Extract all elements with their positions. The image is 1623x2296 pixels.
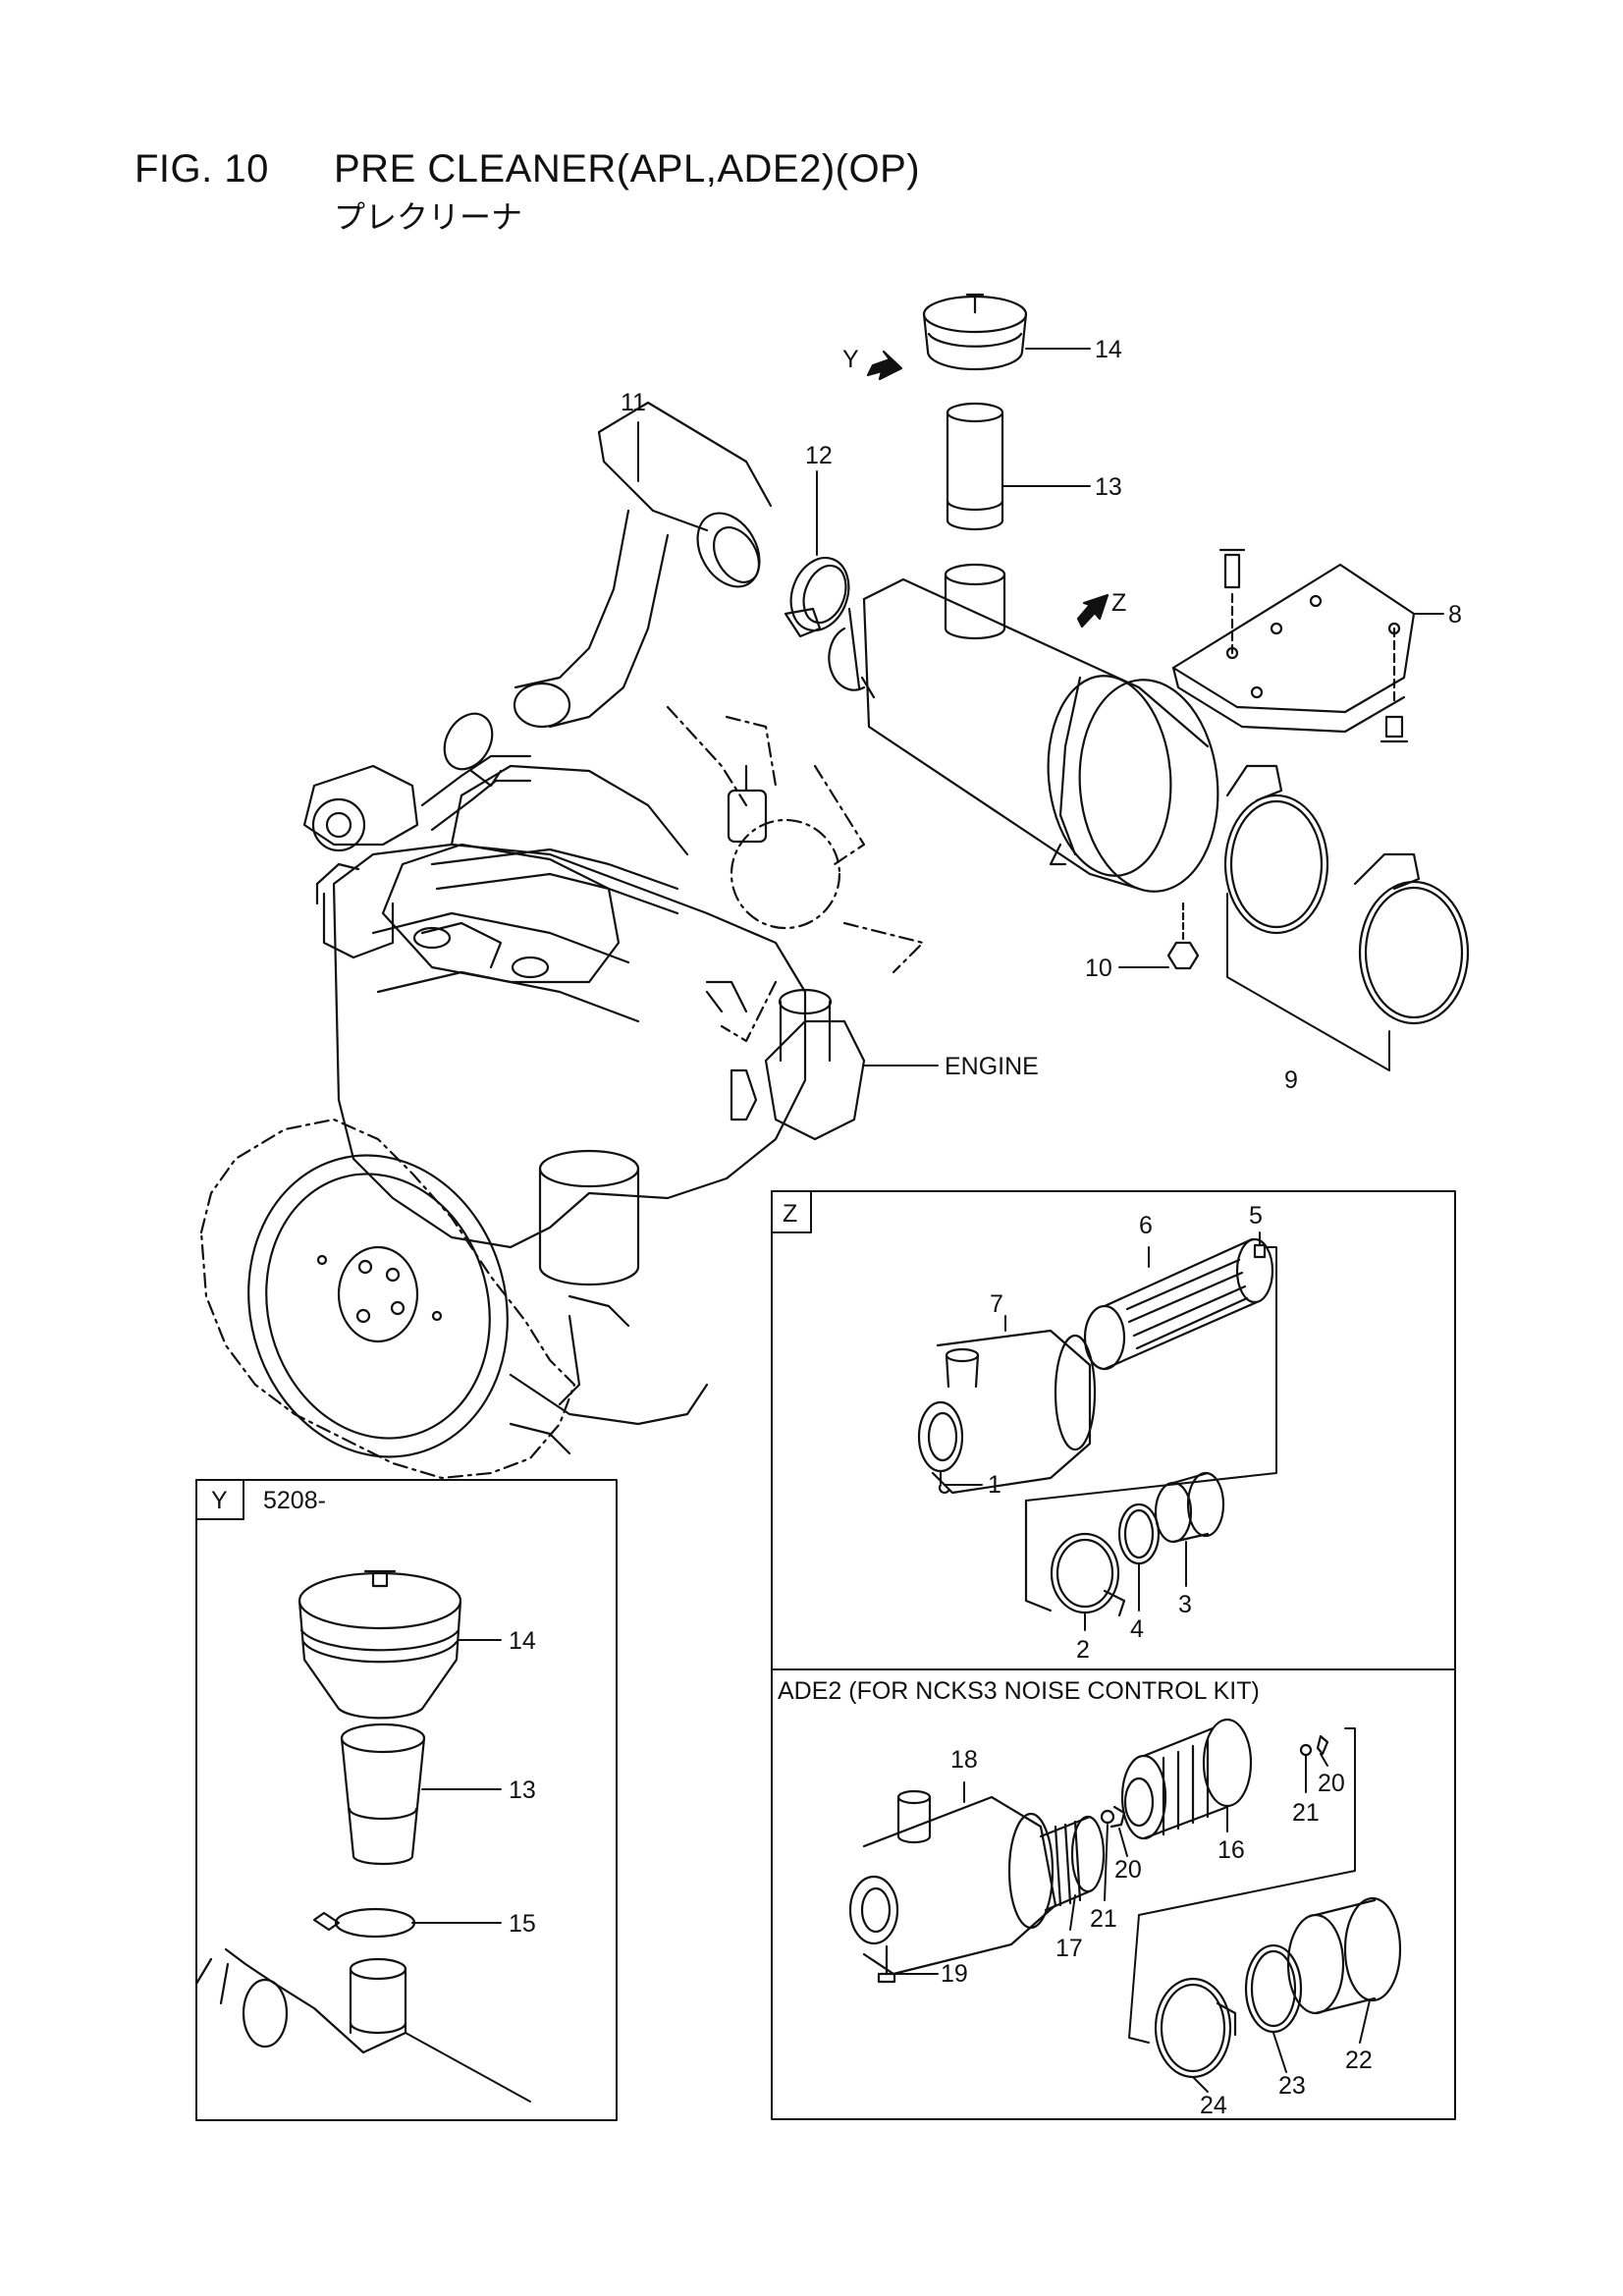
callout-y-arrow: Y <box>842 346 859 373</box>
callout-z-1: 1 <box>988 1471 1001 1499</box>
callout-10: 10 <box>1085 955 1112 982</box>
figure-title: PRE CLEANER(APL,ADE2)(OP) <box>334 147 921 191</box>
part-14-precleaner-cap <box>922 293 1091 371</box>
callout-ade2-24: 24 <box>1200 2092 1227 2119</box>
callout-ade2-22: 22 <box>1345 2047 1373 2074</box>
box-y <box>194 1479 618 2121</box>
callout-engine: ENGINE <box>945 1053 1039 1080</box>
callout-z-7: 7 <box>990 1290 1003 1318</box>
callout-12: 12 <box>805 442 833 469</box>
callout-14: 14 <box>1095 336 1122 363</box>
callout-z-6: 6 <box>1139 1212 1153 1239</box>
box-z-tag: Z <box>783 1200 797 1228</box>
callout-z-3: 3 <box>1178 1591 1192 1618</box>
callout-11: 11 <box>621 389 646 416</box>
callout-ade2-17: 17 <box>1055 1935 1083 1962</box>
part-11-hose <box>513 401 773 729</box>
callout-13: 13 <box>1095 473 1122 501</box>
box-ade2-heading: ADE2 (FOR NCKS3 NOISE CONTROL KIT) <box>778 1677 1260 1705</box>
callout-ade2-18: 18 <box>950 1746 978 1774</box>
box-y-serial: 5208- <box>263 1487 326 1514</box>
callout-ade2-21b: 21 <box>1292 1799 1320 1827</box>
callout-ade2-20b: 20 <box>1318 1770 1345 1797</box>
part-8-bracket <box>1171 548 1444 743</box>
callout-9: 9 <box>1284 1066 1298 1094</box>
callout-z-5: 5 <box>1249 1202 1263 1230</box>
callout-z-arrow: Z <box>1111 589 1126 617</box>
part-9-clamp-bands <box>1223 764 1470 1071</box>
callout-ade2-23: 23 <box>1278 2072 1306 2100</box>
part-12-clamp <box>784 470 850 638</box>
callout-ade2-19: 19 <box>941 1960 968 1988</box>
callout-ade2-20a: 20 <box>1114 1856 1142 1884</box>
callout-z-4: 4 <box>1130 1615 1144 1643</box>
figure-number: FIG. 10 <box>135 147 269 191</box>
figure-title-japanese: プレクリーナ <box>334 199 523 235</box>
callout-y-15: 15 <box>509 1910 536 1938</box>
engine-drawing <box>199 705 939 1480</box>
box-y-tag: Y <box>211 1487 228 1514</box>
callout-8: 8 <box>1448 601 1462 629</box>
box-z <box>771 1190 1456 1670</box>
callout-z-2: 2 <box>1076 1636 1090 1664</box>
air-cleaner-body <box>828 563 1219 893</box>
callout-y-14: 14 <box>509 1627 536 1655</box>
callout-ade2-16: 16 <box>1217 1836 1245 1864</box>
box-ade2 <box>771 1668 1456 2120</box>
callout-ade2-21a: 21 <box>1090 1905 1117 1933</box>
part-10-nut <box>1118 902 1200 970</box>
callout-y-13: 13 <box>509 1777 536 1804</box>
part-13-tube <box>946 402 1091 531</box>
